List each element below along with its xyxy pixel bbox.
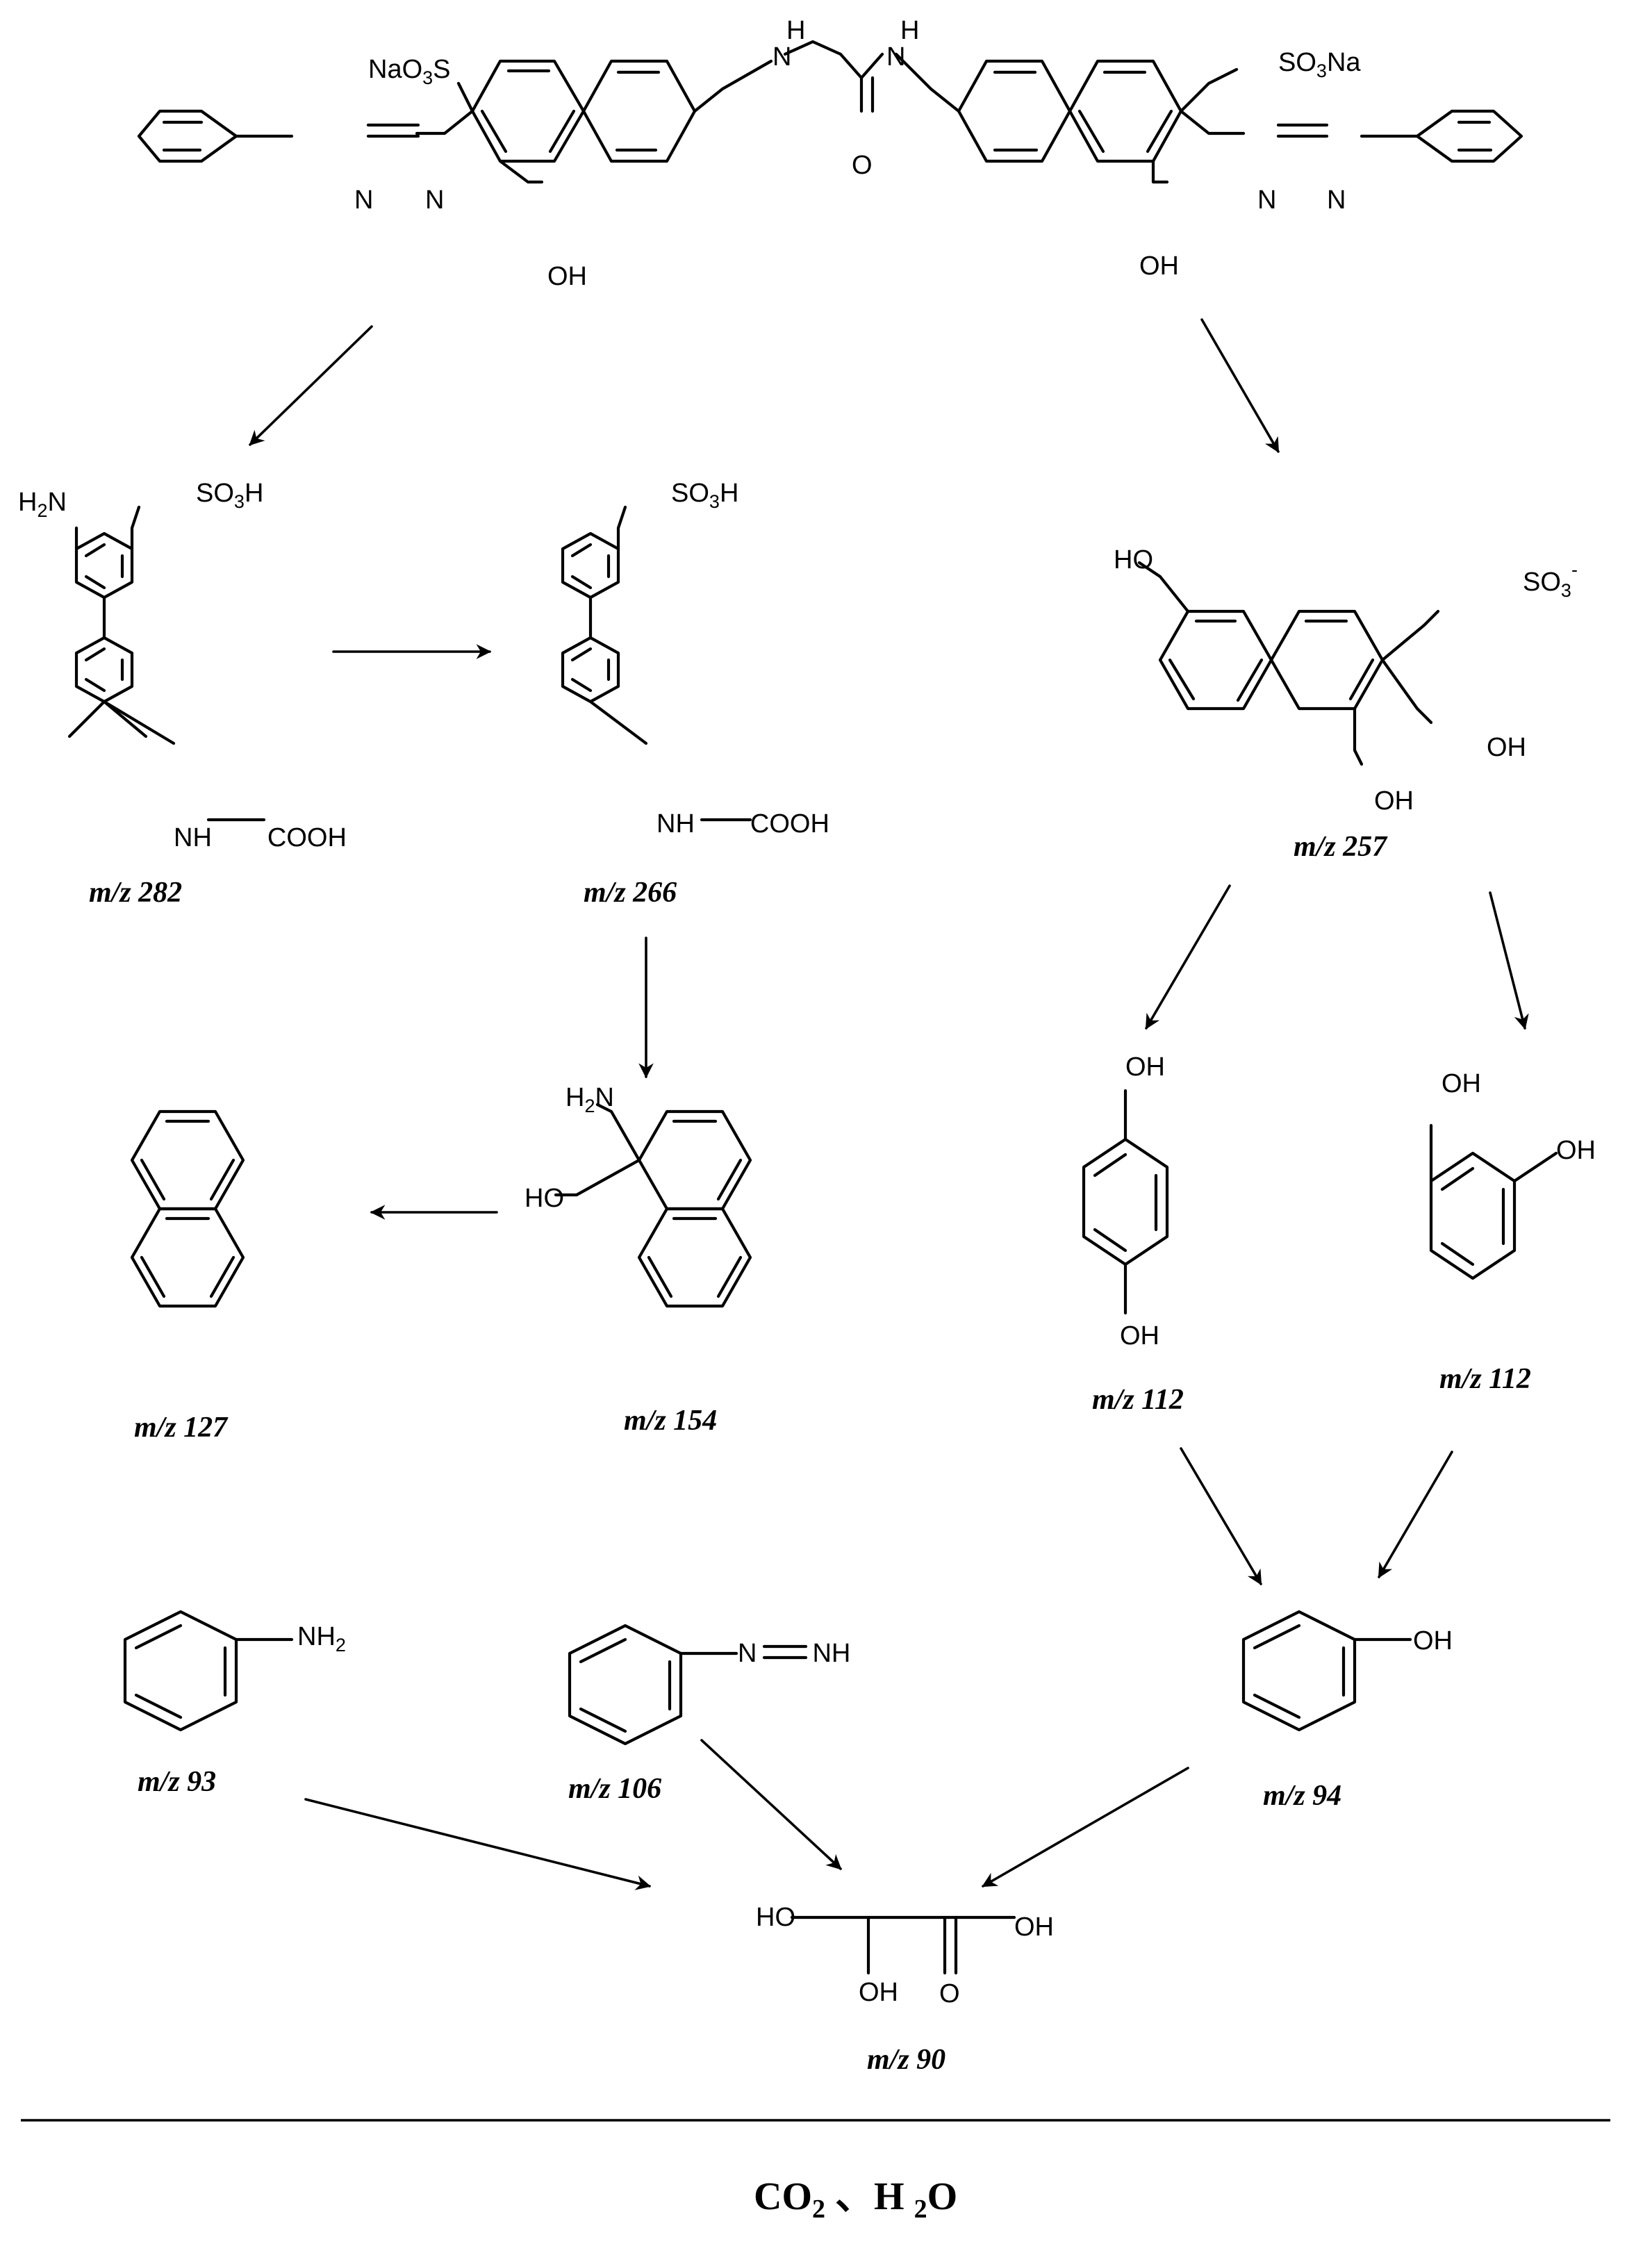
oh-left-label: OH: [547, 262, 587, 291]
structure-mz106: [568, 1624, 808, 1746]
arrow-93-to-90: [304, 1798, 652, 1890]
oh-catechol-1: OH: [1442, 1069, 1481, 1098]
oh-hydroquinone-top: OH: [1125, 1052, 1165, 1082]
structure-mz266: [561, 505, 752, 822]
oh-hydroquinone-bottom: OH: [1120, 1321, 1159, 1351]
nh-left-h: H: [786, 16, 805, 45]
arrow-dye-to-257: [1200, 318, 1280, 453]
arrow-257-to-catechol: [1489, 891, 1529, 1030]
structure-mz94: [1241, 1610, 1412, 1732]
oh-catechol-2: OH: [1556, 1136, 1596, 1165]
structure-mz90: [790, 1915, 1016, 1975]
structure-mz112-hydroquinone: [1082, 1089, 1169, 1315]
nh2-93-label: NH2: [297, 1622, 346, 1655]
ho-257-label: HO: [1114, 545, 1153, 575]
mz257-label: m/z 257: [1294, 831, 1388, 863]
reaction-arrows: [249, 318, 1529, 1890]
oh-257-a-label: OH: [1487, 733, 1526, 762]
h2n-154-label: H2N: [565, 1083, 614, 1116]
naso3s-left-label: NaO3S: [368, 55, 451, 88]
so3-257-label: SO3-: [1523, 559, 1578, 601]
structure-mz127: [130, 1109, 245, 1308]
azo-n1-left: N: [354, 185, 373, 215]
mz-labels: m/z 282 m/z 266 m/z 257 m/z 154 m/z 127 …: [89, 831, 1531, 2076]
oh-90-a-label: OH: [1014, 1913, 1054, 1942]
mz106-label: m/z 106: [568, 1773, 661, 1805]
so3na-right-label: SO3Na: [1278, 48, 1361, 81]
structure-mz282: [67, 505, 266, 822]
azo-n2-right: N: [1327, 185, 1346, 215]
mz93-label: m/z 93: [138, 1766, 216, 1798]
o-90-label: O: [939, 1979, 960, 2008]
final-products-label: CO2 、H 2O: [754, 2175, 957, 2224]
structure-mz112-catechol: [1429, 1123, 1558, 1280]
atom-labels: NaO3S SO3Na H N H N O OH OH N N N N H2N …: [18, 16, 1596, 2008]
oh-right-label: OH: [1139, 251, 1179, 281]
urea-o-label: O: [852, 151, 873, 180]
mz127-label: m/z 127: [134, 1412, 229, 1444]
nh-right-h: H: [900, 16, 919, 45]
mz112-a-label: m/z 112: [1092, 1384, 1184, 1416]
ho-90-label: HO: [756, 1903, 795, 1932]
nh-left-n: N: [773, 42, 791, 72]
structure-mz154: [554, 1103, 752, 1308]
arrow-106-to-90: [700, 1739, 842, 1870]
mz94-label: m/z 94: [1263, 1780, 1341, 1812]
arrow-dye-to-282: [249, 325, 373, 446]
ho-154-label: HO: [524, 1184, 564, 1213]
mz90-label: m/z 90: [867, 2044, 945, 2076]
h2n-282-label: H2N: [18, 488, 67, 521]
structure-mz257: [1137, 561, 1440, 766]
arrow-94-to-90: [982, 1767, 1189, 1888]
structure-mz93: [123, 1610, 294, 1732]
mz154-label: m/z 154: [624, 1405, 717, 1437]
oh-257-b-label: OH: [1374, 786, 1414, 816]
nh-right-n: N: [886, 42, 905, 72]
so3h-282-label: SO3H: [196, 479, 263, 512]
parent-dye-structure: [137, 40, 1523, 184]
mz112-b-label: m/z 112: [1439, 1363, 1531, 1395]
mz282-label: m/z 282: [89, 877, 182, 909]
arrow-257-to-hydroquinone: [1145, 884, 1231, 1030]
azo-n1-right: N: [1257, 185, 1276, 215]
oh-90-b-label: OH: [859, 1978, 898, 2007]
oh-94-label: OH: [1413, 1626, 1453, 1655]
arrow-hydroquinone-to-94: [1180, 1447, 1262, 1585]
so3h-266-label: SO3H: [671, 479, 738, 512]
azo-n2-left: N: [425, 185, 444, 215]
mz266-label: m/z 266: [584, 877, 677, 909]
arrow-catechol-to-94: [1378, 1451, 1453, 1578]
